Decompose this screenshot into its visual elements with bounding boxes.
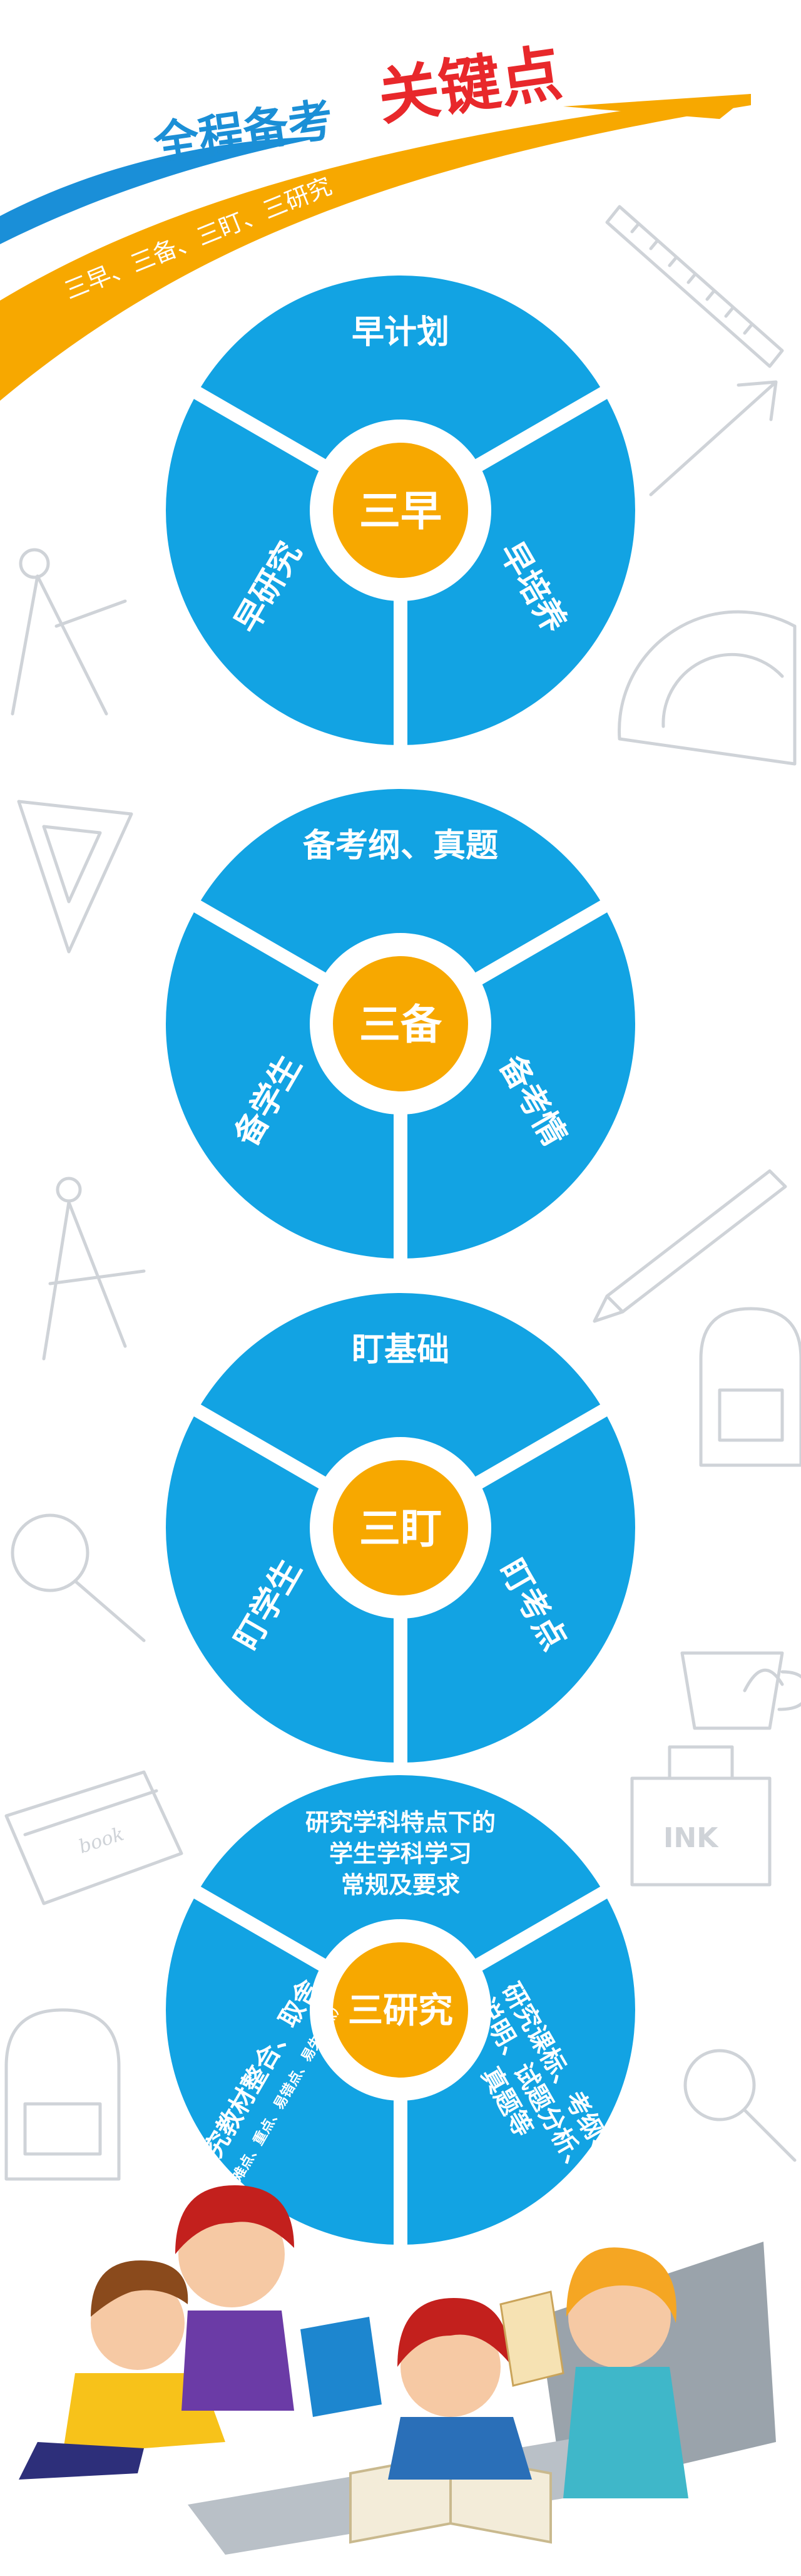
ink-bottle-sketch xyxy=(630,1668,784,1887)
ribbon-blue xyxy=(0,137,325,244)
book-sketch xyxy=(4,1770,183,1905)
ruler-sketch xyxy=(605,205,784,368)
compass-sketch-2 xyxy=(42,1177,146,1361)
compass-sketch xyxy=(11,548,127,716)
child-3-body xyxy=(388,2417,532,2480)
wheel-top-label-line: 研究学科特点下的 xyxy=(305,1808,496,1836)
ribbon-orange-tip xyxy=(563,94,751,119)
wheels: 三早早计划早研究早培养三备备考纲、真题备学生备考情三盯盯基础盯学生盯考点三研究研… xyxy=(166,276,635,2248)
child-3-hair xyxy=(397,2298,510,2367)
ink-bottle-label: INK xyxy=(663,1822,719,1854)
wheel-top-label-line: 常规及要求 xyxy=(341,1871,460,1899)
background-sketches: book INK xyxy=(4,205,801,2181)
ribbon-orange xyxy=(0,94,751,401)
wheel-top-label: 研究学科特点下的学生学科学习常规及要求 xyxy=(305,1808,496,1899)
wheel-center-label: 三研究 xyxy=(348,1991,453,2031)
wheel-center-core xyxy=(333,956,468,1091)
child-2-hair xyxy=(175,2185,294,2254)
child-4-hair xyxy=(566,2247,676,2323)
magnifier-sketch xyxy=(11,1513,146,1642)
wheel-top-label-line: 学生学科学习 xyxy=(329,1840,472,1867)
child-1-hair xyxy=(91,2260,188,2317)
header-title-part2: 关键点 xyxy=(374,38,566,134)
wheel-top-label: 早计划 xyxy=(352,314,449,351)
pencil-sketch xyxy=(593,1169,787,1323)
wheel-top-label: 盯基础 xyxy=(352,1331,449,1369)
header-title-part1: 全程备考 xyxy=(150,93,337,170)
wheel-center-core xyxy=(333,1460,468,1595)
wheel-4: 三研究研究学科特点下的学生学科学习常规及要求研究教材整合、取舍（难点、重点、易错… xyxy=(166,1775,635,2248)
wheel-2: 三备备考纲、真题备学生备考情 xyxy=(166,789,635,1262)
wheel-top-label-line: 早计划 xyxy=(352,314,449,351)
arrow-sketch xyxy=(649,380,778,497)
wheel-top-label-line: 备考纲、真题 xyxy=(303,827,498,865)
set-square-sketch xyxy=(17,800,133,954)
coffee-cup-sketch xyxy=(680,1651,801,1730)
wheel-center-core xyxy=(333,1942,468,2078)
wheel-center-label: 三早 xyxy=(359,487,442,535)
children-illustration xyxy=(19,2185,776,2555)
backpack-sketch xyxy=(699,1307,801,1467)
magnifier-sketch-2 xyxy=(683,2049,797,2162)
wheel-top-label-line: 盯基础 xyxy=(352,1331,449,1369)
wheel-3: 三盯盯基础盯学生盯考点 xyxy=(166,1293,635,1766)
wheel-center-core xyxy=(333,443,468,578)
child-1-legs xyxy=(19,2442,144,2480)
child-4-paper xyxy=(499,2290,564,2387)
protractor-sketch xyxy=(618,610,797,766)
child-3-head xyxy=(400,2317,501,2417)
wheel-top-label: 备考纲、真题 xyxy=(303,827,498,865)
child-2-book xyxy=(300,2317,382,2417)
child-4-body xyxy=(563,2367,688,2498)
child-2-body xyxy=(181,2311,294,2411)
backpack-sketch-2 xyxy=(4,2008,121,2181)
wheel-center-label: 三盯 xyxy=(359,1505,442,1553)
wheel-center-label: 三备 xyxy=(359,1001,442,1049)
wheel-1: 三早早计划早研究早培养 xyxy=(166,276,635,748)
book-sketch-label: book xyxy=(76,1823,127,1858)
